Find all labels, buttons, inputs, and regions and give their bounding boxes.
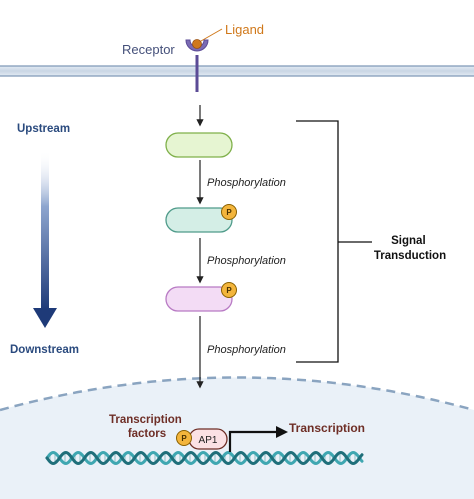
kinase-3 [165, 286, 233, 312]
transcription-factors-line-2: factors [128, 428, 166, 440]
nucleus [0, 376, 474, 499]
transcription-factors-line-1: Transcription [109, 414, 182, 426]
phosphate-icon [221, 282, 237, 298]
transcription-label: Transcription [289, 421, 365, 435]
upstream-downstream-arrow [33, 150, 57, 328]
ligand-icon [192, 39, 202, 49]
phosphate-label: P [226, 208, 232, 217]
ap1-label: AP1 [199, 435, 218, 446]
dna-helix [45, 450, 364, 466]
phosphorylation-label-2: Phosphorylation [207, 255, 286, 267]
downstream-label: Downstream [10, 344, 79, 356]
signal-transduction-label: Signal Transduction [374, 235, 446, 262]
phosphate-label: P [226, 286, 232, 295]
receptor [185, 28, 223, 92]
signal-transduction-line-2: Transduction [374, 250, 446, 262]
signal-transduction-line-1: Signal [391, 235, 426, 247]
upstream-label: Upstream [17, 123, 70, 135]
phosphorylation-label-1: Phosphorylation [207, 177, 286, 189]
signal-transduction-bracket [296, 120, 372, 363]
ligand-label: Ligand [225, 22, 264, 37]
phosphate-icon [221, 204, 237, 220]
receptor-label: Receptor [122, 42, 175, 57]
phosphate-icon [176, 430, 192, 446]
transcription-arrow [228, 430, 278, 452]
transcription-factors-label: Transcription factors [109, 414, 185, 440]
phosphate-label: P [181, 434, 187, 443]
kinase-2 [165, 207, 233, 233]
phosphorylation-label-3: Phosphorylation [207, 344, 286, 356]
kinase-1 [165, 132, 233, 158]
transcription-arrowhead [276, 426, 288, 438]
plasma-membrane [0, 65, 474, 77]
